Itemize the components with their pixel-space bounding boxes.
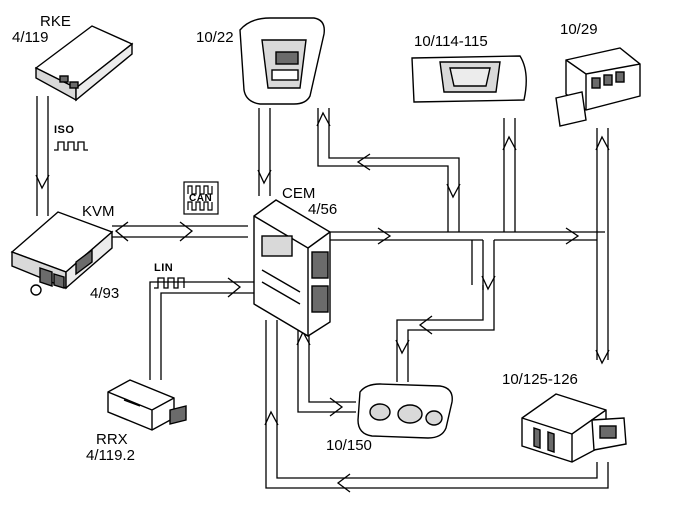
arrow-bus-1: [377, 227, 392, 245]
line-kvm-cem: [112, 225, 248, 238]
arrow-rke-kvm: [35, 174, 50, 190]
iso-signal-label: ISO: [54, 124, 75, 136]
rke-name-label: RKE: [40, 13, 71, 30]
kvm-module: [10, 211, 114, 296]
interior-lamp: [357, 383, 453, 439]
line-cem-lamp: [297, 325, 356, 413]
arrow-lamp-2: [418, 315, 433, 335]
handle-connector: [555, 47, 641, 127]
connection-lines: [36, 96, 609, 489]
can-signal-symbol: [183, 181, 219, 215]
iso-signal-symbol: [54, 141, 88, 151]
arrow-visor-up: [316, 111, 331, 127]
arrow-bus-2: [565, 227, 580, 245]
arrow-handle-up: [595, 135, 610, 151]
line-handle-branch: [596, 128, 609, 360]
lin-signal-symbol: [154, 277, 185, 289]
line-lamp-branch: [396, 240, 495, 382]
rke-code-label: 4/119: [12, 29, 49, 46]
cem-code-label: 4/56: [308, 201, 338, 218]
line-rke-kvm: [36, 96, 49, 216]
arrow-visor-down: [446, 183, 461, 199]
arrow-handle-down: [595, 349, 610, 365]
visor-code-label: 10/114-115: [414, 33, 488, 50]
line-main-bus: [330, 231, 605, 241]
kvm-code-label: 4/93: [90, 285, 120, 302]
rrx-code-label: 4/119.2: [86, 447, 135, 464]
line-visor-loop: [317, 108, 460, 232]
can-signal-label: CAN: [189, 193, 213, 204]
arrow-footwell-up: [264, 410, 279, 426]
handle-code-label: 10/29: [560, 21, 598, 38]
arrow-branch-up: [502, 135, 517, 151]
line-bus-loop: [471, 240, 484, 290]
arrow-overhead: [257, 169, 272, 185]
arrow-rrx: [227, 277, 242, 298]
overhead-console: [239, 17, 325, 105]
arrow-lamp-1: [481, 275, 496, 291]
cem-module: [253, 199, 331, 337]
arrow-cem-lamp-2: [329, 397, 344, 417]
interior-lamp-code-label: 10/150: [326, 437, 372, 454]
line-cem-footwell: [265, 320, 609, 489]
arrow-marks: [35, 111, 610, 493]
rrx-module: [107, 379, 187, 431]
kvm-name-label: KVM: [82, 203, 115, 220]
arrow-kvm-cem-1: [114, 221, 129, 242]
line-rrx-cem: [149, 281, 256, 380]
arrow-visor-mid: [356, 153, 371, 171]
footwell-lamp: [521, 393, 627, 463]
line-overhead-cem: [258, 108, 271, 196]
rrx-name-label: RRX: [96, 431, 128, 448]
footwell-lamp-code-label: 10/125-126: [502, 371, 578, 388]
arrow-kvm-cem-2: [179, 221, 194, 242]
arrow-footwell-bottom: [336, 473, 351, 493]
sun-visor: [411, 55, 527, 103]
lin-signal-label: LIN: [154, 262, 174, 274]
arrow-lamp-3: [395, 339, 410, 355]
line-visor-branch: [503, 118, 516, 232]
overhead-code-label: 10/22: [196, 29, 234, 46]
cem-name-label: CEM: [282, 185, 316, 202]
rke-module: [34, 25, 134, 102]
